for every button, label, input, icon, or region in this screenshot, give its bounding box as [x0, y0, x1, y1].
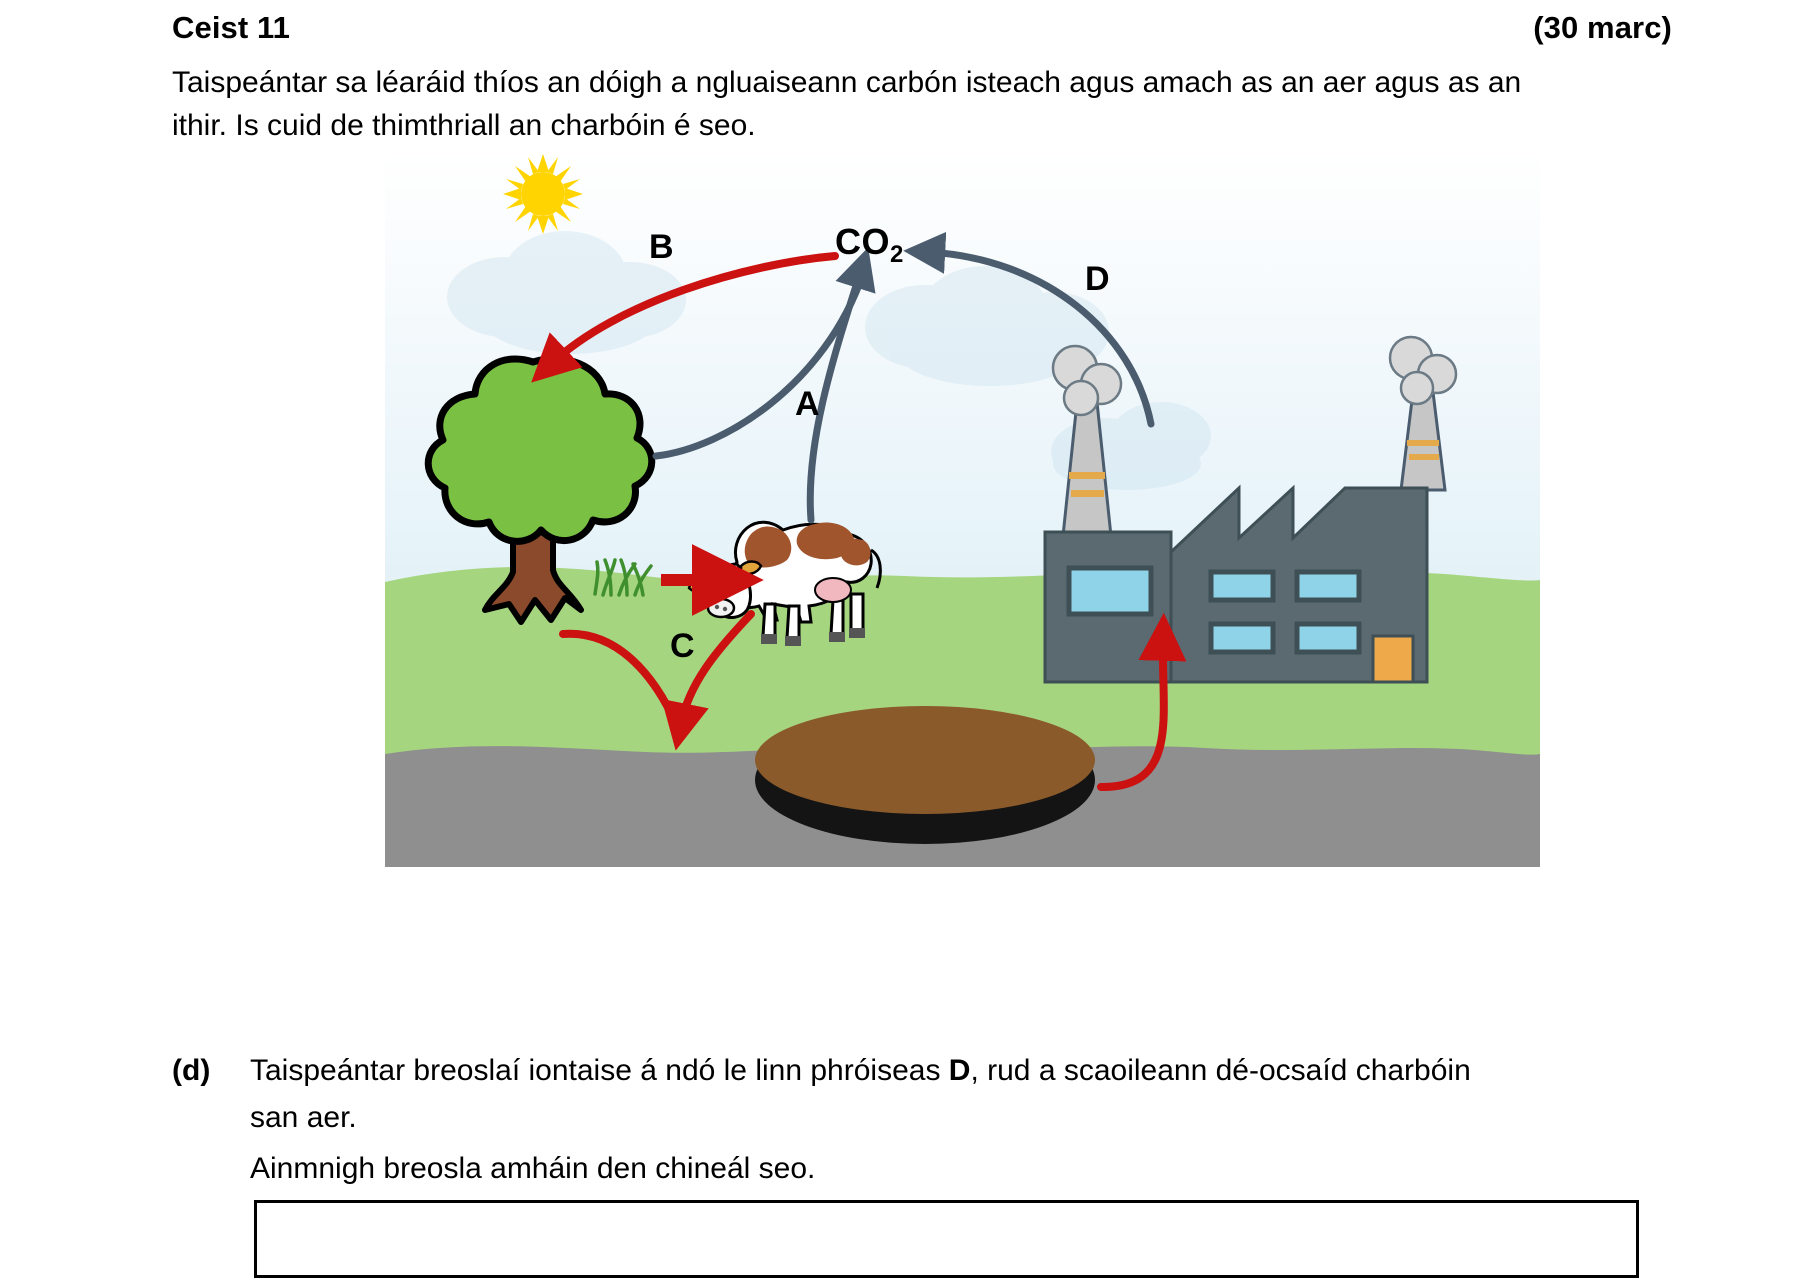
chimney-band — [1069, 472, 1105, 479]
diagram-canvas — [385, 152, 1540, 867]
page-header: Ceist 11 (30 marc) — [172, 10, 1672, 46]
cloud-right — [865, 266, 1109, 386]
factory-windows-grid — [1208, 569, 1362, 655]
fossil-fuel-deposit — [755, 706, 1095, 844]
arrow-d — [903, 231, 1155, 428]
question-d-line-1: Taispeántar breoslaí iontaise á ndó le l… — [250, 1048, 1642, 1093]
label-c: C — [670, 627, 695, 665]
qd-text-a: Taispeántar breoslaí iontaise á ndó le l… — [250, 1054, 949, 1087]
arrow-a-cow — [806, 247, 876, 524]
question-d: (d) Taispeántar breoslaí iontaise á ndó … — [172, 1048, 1642, 1191]
intro-text: Taispeántar sa léaráid thíos an dóigh a … — [172, 62, 1662, 147]
chimney-band — [1071, 490, 1104, 497]
arrow-b — [531, 252, 839, 383]
factory-window — [1066, 565, 1154, 617]
label-b: B — [649, 228, 674, 266]
question-d-line-3: Ainmnigh breosla amháin den chineál seo. — [250, 1152, 816, 1185]
question-number: Ceist 11 — [172, 10, 290, 45]
smoke-left — [1051, 344, 1123, 417]
cloud-left — [447, 231, 686, 354]
factory-door — [1371, 634, 1415, 684]
factory — [1043, 335, 1458, 684]
clouds — [447, 231, 1211, 490]
intro-line-1: Taispeántar sa léaráid thíos an dóigh a … — [172, 66, 1522, 99]
smoke-right — [1388, 335, 1458, 406]
cloud-mid — [893, 292, 1043, 369]
arrow-c-cow — [661, 610, 755, 751]
label-a: A — [795, 385, 820, 423]
sun-icon — [503, 154, 583, 234]
tree — [424, 355, 656, 625]
carbon-cycle-diagram: CO2 B A C D — [385, 152, 1540, 867]
chimney-band — [1407, 440, 1439, 446]
arrow-deposit-to-factory — [1097, 612, 1187, 792]
co2-label: CO2 — [835, 221, 904, 269]
qd-text-c: , rud a scaoileann dé-ocsaíd charbóin — [970, 1054, 1471, 1087]
question-d-marker: (d) — [172, 1054, 211, 1087]
grass-tuft — [593, 558, 653, 597]
marks-allocation: (30 marc) — [1533, 10, 1672, 45]
answer-box[interactable] — [254, 1200, 1639, 1278]
question-d-line-2: san aer. — [250, 1101, 357, 1134]
qd-bold-d: D — [948, 1054, 971, 1087]
label-d: D — [1085, 260, 1110, 298]
intro-line-2: ithir. Is cuid de thimthriall an charbói… — [172, 108, 756, 142]
chimney-band — [1409, 454, 1439, 460]
